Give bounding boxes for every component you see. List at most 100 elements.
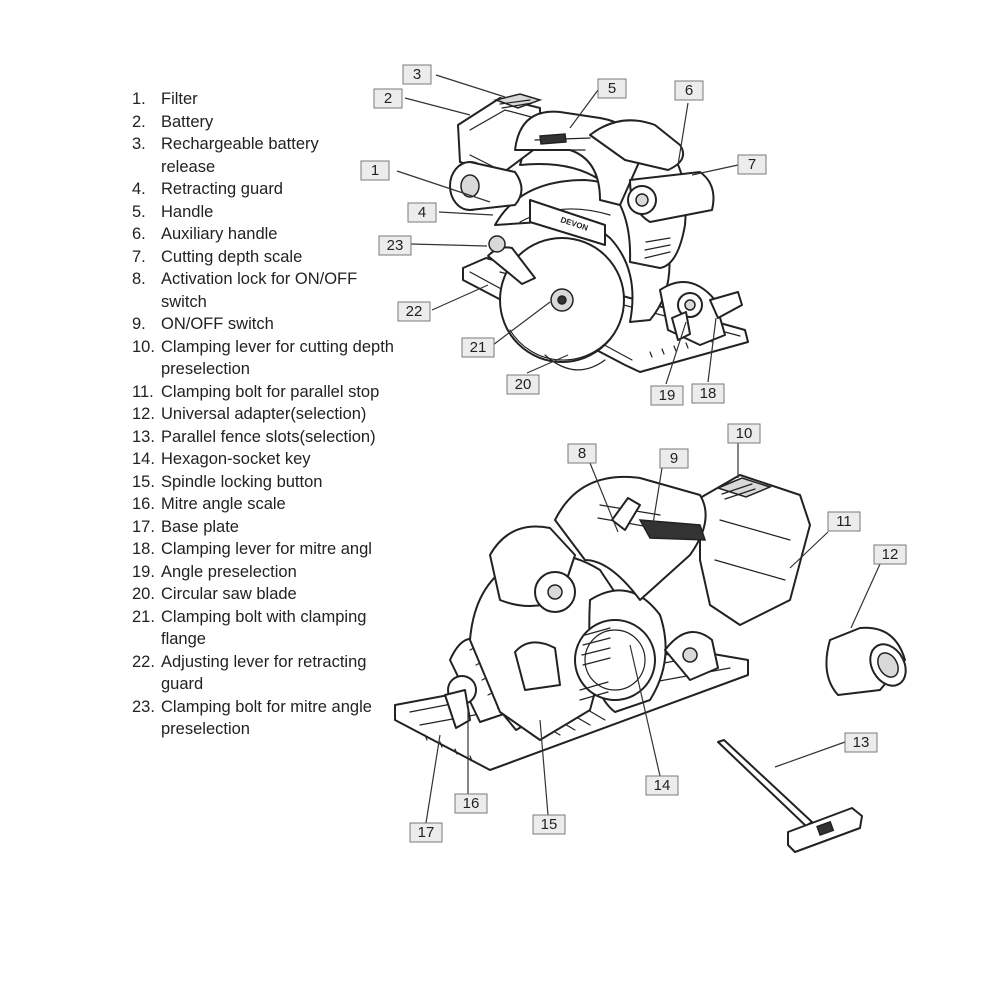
part-number: 23. <box>132 697 155 716</box>
svg-text:16: 16 <box>463 795 480 812</box>
part-number: 6. <box>132 225 146 243</box>
part-item: 11.Clamping bolt for parallel stop <box>132 381 432 404</box>
callout-7: 7 <box>737 154 767 175</box>
svg-text:1: 1 <box>371 162 379 179</box>
svg-text:10: 10 <box>736 425 753 442</box>
part-item: 6. Auxiliary handle <box>132 223 432 246</box>
svg-text:4: 4 <box>418 204 426 221</box>
callout-8: 8 <box>567 443 597 464</box>
part-label: Mitre angle scale <box>161 495 286 513</box>
part-item: 13.Parallel fence slots(selection) <box>132 426 432 449</box>
svg-text:19: 19 <box>659 387 676 404</box>
svg-text:2: 2 <box>384 90 392 107</box>
svg-text:12: 12 <box>882 546 899 563</box>
callout-14: 14 <box>645 775 679 796</box>
callout-16: 16 <box>454 793 488 814</box>
part-item: 4. Retracting guard <box>132 178 432 201</box>
part-number: 18. <box>132 540 155 558</box>
part-label: Clamping bolt with clamping flange <box>161 607 367 649</box>
svg-text:22: 22 <box>406 303 423 320</box>
part-item: 1.Filter <box>132 88 432 111</box>
part-item: 16. Mitre angle scale <box>132 493 432 516</box>
part-item: 19. Angle preselection <box>132 561 432 584</box>
part-item: 10. Clamping lever for cutting depth pres… <box>132 336 432 381</box>
part-number: 17. <box>132 517 155 536</box>
part-label: Spindle locking button <box>161 472 323 491</box>
part-item: 5. Handle <box>132 201 432 224</box>
part-item: 21.Clamping bolt with clamping flange <box>132 606 432 651</box>
callout-15: 15 <box>532 814 566 835</box>
part-number: 15. <box>132 472 155 491</box>
callout-11: 11 <box>827 511 861 532</box>
svg-text:7: 7 <box>748 156 756 173</box>
part-label: Retracting guard <box>161 180 283 198</box>
part-item: 3. Rechargeable battery release <box>132 133 432 178</box>
part-number: 3. <box>132 135 146 153</box>
part-label: ON/OFF switch <box>161 315 274 333</box>
part-item: 18. Clamping lever for mitre angl <box>132 538 432 561</box>
svg-text:17: 17 <box>418 824 435 841</box>
part-number: 8. <box>132 270 146 288</box>
part-label: Activation lock for ON/OFF switch <box>161 270 358 311</box>
svg-text:3: 3 <box>413 66 421 83</box>
svg-text:23: 23 <box>387 237 404 254</box>
part-item: 7. Cutting depth scale <box>132 246 432 269</box>
callout-1: 1 <box>360 160 390 181</box>
part-label: Parallel fence slots(selection) <box>161 427 376 446</box>
part-item: 17.Base plate <box>132 516 432 539</box>
callout-5: 5 <box>597 78 627 99</box>
part-number: 14. <box>132 450 155 468</box>
callout-21: 21 <box>461 337 495 358</box>
part-label: Filter <box>161 90 198 108</box>
callout-17: 17 <box>409 822 443 843</box>
universal-adapter-drawing <box>825 626 907 696</box>
svg-text:6: 6 <box>685 82 693 99</box>
callout-18: 18 <box>691 383 725 404</box>
part-label: Adjusting lever for retracting guard <box>161 652 367 694</box>
svg-text:5: 5 <box>608 80 616 97</box>
callout-12: 12 <box>873 544 907 565</box>
bottom-saw-drawing <box>394 474 811 771</box>
part-item: 8. Activation lock for ON/OFF switch <box>132 268 432 313</box>
part-label: Rechargeable battery release <box>161 135 319 176</box>
part-item: 14. Hexagon-socket key <box>132 448 432 471</box>
part-number: 19. <box>132 562 155 581</box>
callout-9: 9 <box>659 448 689 469</box>
svg-text:8: 8 <box>578 445 586 462</box>
top-saw-drawing: DEVON <box>449 93 749 373</box>
callout-2: 2 <box>373 88 403 109</box>
callout-3: 3 <box>402 64 432 85</box>
part-number: 7. <box>132 247 146 266</box>
svg-text:18: 18 <box>700 385 717 402</box>
callout-6: 6 <box>674 80 704 101</box>
part-label: Handle <box>161 202 214 221</box>
part-label: Clamping bolt for mitre angle preselecti… <box>161 697 372 739</box>
part-number: 16. <box>132 495 155 513</box>
part-number: 9. <box>132 315 146 333</box>
part-number: 20. <box>132 585 155 603</box>
part-number: 12. <box>132 405 155 423</box>
part-number: 11. <box>132 382 154 401</box>
part-label: Auxiliary handle <box>161 225 278 243</box>
part-item: 12.Universal adapter(selection) <box>132 403 432 426</box>
callout-4: 4 <box>407 202 437 223</box>
callout-22: 22 <box>397 301 431 322</box>
part-item: 22.Adjusting lever for retracting guard <box>132 651 432 696</box>
part-label: Hexagon-socket key <box>161 450 311 468</box>
part-label: Clamping lever for mitre angl <box>161 540 372 558</box>
base-plate-marks <box>649 336 713 358</box>
part-label: Circular saw blade <box>161 585 297 603</box>
part-number: 4. <box>132 180 146 198</box>
part-item: 2.Battery <box>132 111 432 134</box>
part-label: Angle preselection <box>161 562 297 581</box>
part-label: Battery <box>161 112 214 131</box>
callout-19: 19 <box>650 385 684 406</box>
part-number: 10. <box>132 337 155 356</box>
part-label: Cutting depth scale <box>161 247 303 266</box>
part-number: 5. <box>132 202 146 221</box>
part-label: Clamping lever for cutting depth presele… <box>161 337 394 379</box>
svg-text:15: 15 <box>541 816 558 833</box>
part-item: 23. Clamping bolt for mitre angle presele… <box>132 696 432 741</box>
